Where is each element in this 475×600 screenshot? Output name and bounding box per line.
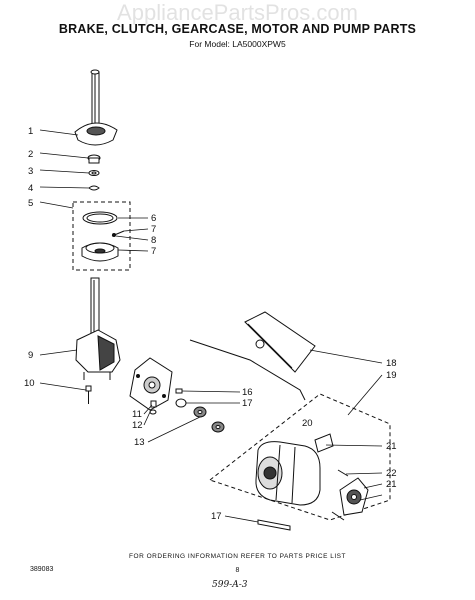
part-shaft-brake-housing [74, 69, 118, 146]
callout-label: 17 [211, 511, 222, 522]
page-title: BRAKE, CLUTCH, GEARCASE, MOTOR AND PUMP … [58, 22, 417, 36]
callout-label: 2 [28, 149, 33, 160]
callout-label: 21 [386, 479, 397, 490]
callout-label: 6 [151, 213, 156, 224]
part-mounting-bracket [244, 311, 316, 373]
callout-label: 5 [28, 198, 33, 209]
page-number: 8 [235, 567, 240, 574]
part-pump [331, 469, 369, 521]
callout-label: 1 [28, 126, 33, 137]
callout-label: 20 [302, 418, 313, 429]
callout-label: 16 [242, 387, 253, 398]
callout-label: 9 [28, 350, 33, 361]
callout-label: 18 [386, 358, 397, 369]
callout-label: 12 [132, 420, 143, 431]
part-bolt-10 [85, 385, 92, 404]
callout-label: 22 [386, 468, 397, 479]
part-motor [255, 433, 334, 506]
part-5-group-box [72, 201, 131, 271]
model-subtitle: For Model: LA5000XPW5 [189, 39, 286, 49]
part-screw-11-12 [149, 400, 157, 415]
callout-label: 17 [242, 398, 253, 409]
callout-label: 19 [386, 370, 397, 381]
callout-label: 3 [28, 166, 33, 177]
part-cover-plate [129, 357, 173, 411]
callout-label: 21 [386, 441, 397, 452]
part-brake-assembly [81, 211, 125, 262]
part-strap-17 [257, 519, 291, 531]
part-wire-17 [189, 339, 306, 401]
callout-label: 13 [134, 437, 145, 448]
callout-label: 7 [151, 246, 156, 257]
leader-lines [39, 129, 383, 523]
callout-label: 7 [151, 224, 156, 235]
ordering-note: FOR ORDERING INFORMATION REFER TO PARTS … [129, 553, 346, 560]
handwritten-code: 599-A-3 [212, 580, 248, 590]
part-couplings [175, 388, 225, 433]
part-nut-washer-clip [87, 154, 101, 191]
callout-labels: 1 2 3 4 5 6 7 8 7 9 10 11 12 13 16 17 18… [24, 126, 397, 522]
callout-label: 4 [28, 183, 33, 194]
callout-label: 10 [24, 378, 35, 389]
callout-label: 11 [132, 409, 142, 420]
callout-label: 8 [151, 235, 156, 246]
part-gearcase [75, 277, 121, 380]
part-20-group-box [208, 393, 391, 521]
document-number: 389083 [30, 566, 54, 573]
